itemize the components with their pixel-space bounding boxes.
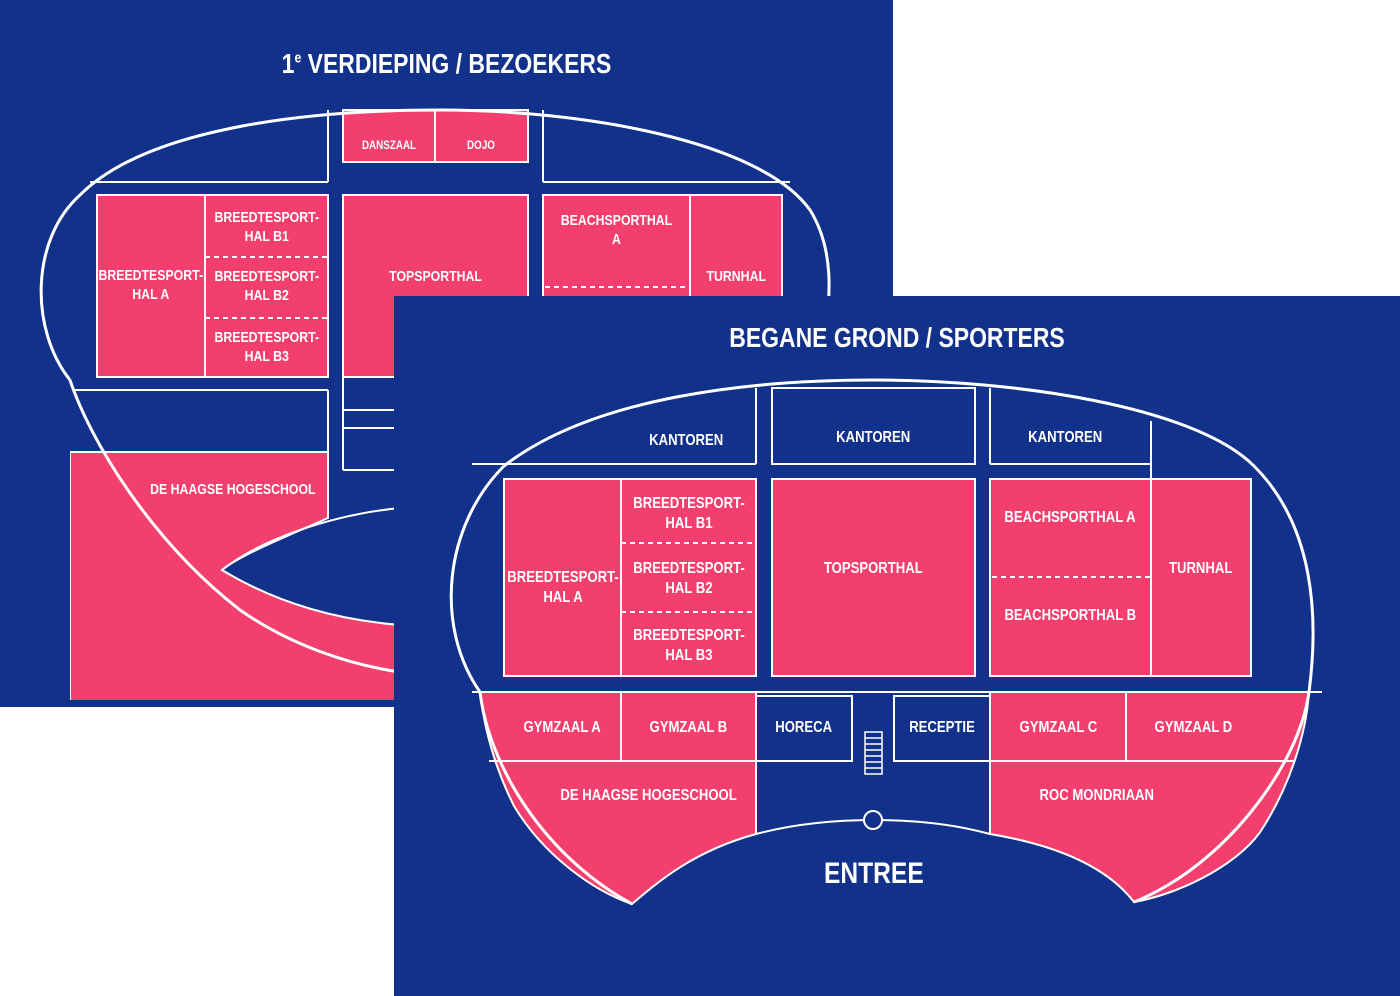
room-receptie	[893, 695, 990, 762]
title-number: 1	[281, 48, 295, 79]
ground-floor-title: BEGANE GROND / SPORTERS	[729, 322, 1065, 353]
room-de-haagse-hogeschool	[69, 451, 401, 700]
stairs-icon	[864, 731, 883, 775]
ground-floor-map: BEGANE GROND / SPORTERS KANTOREN KANTORE…	[394, 296, 1400, 996]
first-floor-title: 1e VERDIEPING / BEZOEKERS	[80, 48, 812, 80]
room-roc-mondriaan	[989, 691, 1311, 904]
room-turnhal	[1150, 478, 1252, 677]
first-floor-plan	[39, 108, 831, 700]
title-text: VERDIEPING / BEZOEKERS	[301, 48, 612, 79]
room-beachsporthal	[989, 478, 1152, 677]
room-breedtesporthal-b	[620, 478, 757, 677]
room-topsporthal	[771, 478, 976, 677]
room-de-haagse-hogeschool	[478, 691, 757, 906]
title-superscript: e	[294, 49, 302, 67]
room-breedtesporthal-b	[204, 194, 329, 378]
ground-floor-plan	[449, 378, 1322, 906]
room-breedtesporthal-a	[96, 194, 206, 378]
room-breedtesporthal-a	[503, 478, 622, 677]
room-dojo	[434, 109, 529, 163]
room-danszaal	[342, 109, 436, 163]
entrance-marker-icon	[863, 810, 883, 830]
room-kantoren-2	[771, 387, 976, 465]
room-horeca	[756, 695, 853, 762]
room-turnhal	[689, 194, 783, 306]
room-beachsporthal-a	[542, 194, 691, 306]
